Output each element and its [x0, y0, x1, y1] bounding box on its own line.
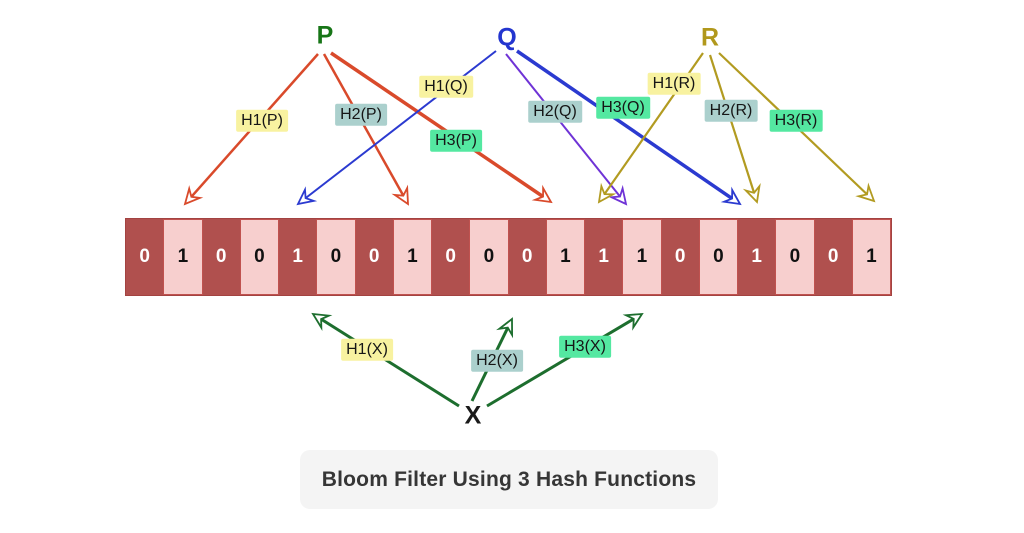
arrowhead-icon: [622, 312, 644, 331]
bit-cell-0: 0: [126, 219, 164, 295]
bit-cell-17: 0: [775, 219, 815, 295]
arrow-line-h2-q: [505, 53, 621, 198]
bit-cell-13: 1: [622, 219, 662, 295]
bit-cell-14: 0: [661, 219, 699, 295]
arrowhead-icon: [742, 182, 761, 204]
hash-label-h3p: H3(P): [430, 129, 482, 153]
hash-label-h3x: H3(X): [559, 335, 611, 359]
hash-label-h1q: H1(Q): [419, 75, 473, 99]
arrowhead-icon: [531, 184, 553, 204]
hash-label-h2x: H2(X): [471, 349, 523, 373]
arrow-line-h2-r: [708, 54, 756, 194]
bit-cell-1: 1: [163, 219, 203, 295]
bit-cell-16: 1: [738, 219, 776, 295]
arrow-line-h3-p: [330, 51, 545, 199]
arrowhead-icon: [608, 184, 628, 206]
item-letter-r: R: [700, 23, 720, 52]
bit-cell-9: 0: [469, 219, 509, 295]
bit-cell-19: 1: [851, 219, 891, 295]
hash-label-h1x: H1(X): [341, 338, 393, 362]
arrowhead-icon: [391, 184, 409, 206]
arrow-line-h3-x: [486, 317, 635, 408]
arrowhead-icon: [311, 312, 333, 331]
bit-cell-11: 1: [545, 219, 585, 295]
arrowhead-icon: [855, 182, 876, 203]
bit-cell-6: 0: [355, 219, 393, 295]
bit-cell-15: 0: [698, 219, 738, 295]
bit-cell-10: 0: [508, 219, 546, 295]
arrow-line-h1-q: [304, 50, 497, 199]
hash-label-h2q: H2(Q): [528, 100, 582, 124]
bit-cell-8: 0: [432, 219, 470, 295]
bit-cell-4: 1: [279, 219, 317, 295]
item-letter-q: Q: [497, 23, 517, 52]
bit-cell-5: 0: [316, 219, 356, 295]
hash-label-h2p: H2(P): [335, 103, 387, 127]
arrowhead-icon: [597, 182, 617, 204]
item-letter-x: X: [464, 401, 482, 430]
bit-cell-18: 0: [814, 219, 852, 295]
hash-label-h1r: H1(R): [647, 72, 701, 96]
bit-cell-2: 0: [202, 219, 240, 295]
bit-cell-7: 1: [392, 219, 432, 295]
bit-cell-12: 1: [585, 219, 623, 295]
hash-label-h2r: H2(R): [704, 99, 758, 123]
arrowhead-icon: [183, 185, 204, 206]
arrow-line-h3-q: [516, 49, 734, 201]
caption-text: Bloom Filter Using 3 Hash Functions: [321, 467, 697, 491]
arrow-line-h1-x: [320, 317, 460, 408]
hash-label-h1p: H1(P): [236, 109, 288, 133]
arrowhead-icon: [720, 186, 742, 206]
item-letter-p: P: [316, 21, 334, 50]
arrowhead-icon: [496, 317, 514, 339]
hash-label-h3q: H3(Q): [596, 96, 650, 120]
arrowhead-icon: [296, 186, 318, 206]
caption: Bloom Filter Using 3 Hash Functions: [300, 450, 718, 509]
hash-label-h3r: H3(R): [769, 109, 823, 133]
bit-cell-3: 0: [239, 219, 279, 295]
